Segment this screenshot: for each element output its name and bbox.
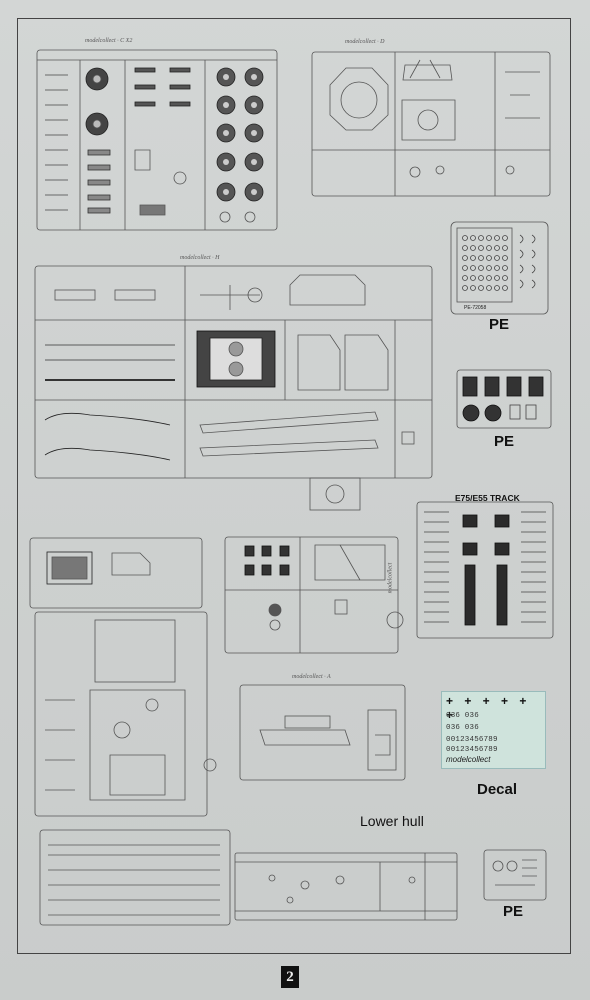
sprue-d — [311, 51, 551, 197]
sprue-a — [239, 684, 406, 781]
sprue-c-tag: modelcollect · C X2 — [85, 38, 133, 44]
decal-row-3: 00123456789 — [446, 736, 498, 744]
sprue-b — [224, 536, 404, 654]
sprue-side-tag: modelcollect — [387, 562, 394, 594]
page-border — [17, 18, 571, 954]
decal-row-4: 00123456789 — [446, 746, 498, 754]
track-sprue — [416, 501, 554, 639]
pe-fret-2 — [456, 369, 552, 429]
pe-label-2: PE — [494, 433, 515, 450]
decal-label: Decal — [477, 781, 518, 798]
decal-row-1: 036 036 — [446, 712, 479, 720]
lower-hull-label: Lower hull — [360, 813, 424, 829]
sprue-rods — [39, 829, 231, 926]
pe-fret-3 — [483, 849, 547, 901]
decal-sheet: + + + + + + 036 036 036 036 00123456789 … — [441, 691, 546, 769]
lower-hull-drawing — [234, 852, 458, 921]
sprue-d-tag: modelcollect · D — [345, 39, 385, 45]
pe-label-3: PE — [503, 903, 524, 920]
sprue-c — [36, 49, 278, 231]
pe-fret-1 — [450, 221, 549, 315]
pe-code: PE-72058 — [464, 305, 487, 311]
sprue-a-tag: modelcollect · A — [292, 674, 331, 680]
page-number: 2 — [281, 966, 299, 988]
decal-row-2: 036 036 — [446, 724, 479, 732]
sprue-h — [34, 265, 433, 511]
sprue-upper-hull — [29, 537, 217, 817]
decal-crosses: + + + + + + — [446, 694, 531, 722]
sprue-h-tag: modelcollect · H — [180, 255, 220, 261]
decal-brand: modelcollect — [446, 755, 491, 764]
pe-label-1: PE — [489, 316, 510, 333]
track-title: E75/E55 TRACK — [455, 493, 520, 503]
